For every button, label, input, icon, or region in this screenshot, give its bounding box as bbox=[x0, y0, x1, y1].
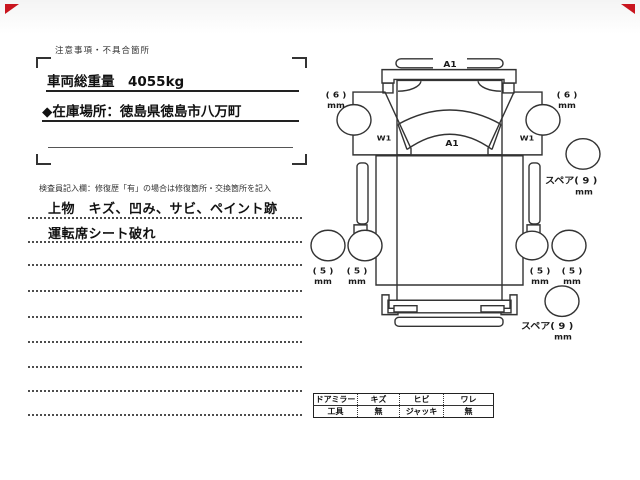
table-row: 工具 無 ジャッキ 無 bbox=[313, 405, 494, 418]
tread-front-right: ( 6 ) bbox=[557, 91, 578, 100]
label-mask bbox=[433, 56, 467, 69]
table-cell: 無 bbox=[357, 405, 400, 418]
bed-inner-frame bbox=[397, 156, 502, 300]
blank-entry-line bbox=[28, 366, 302, 368]
tread-front-left: ( 6 ) bbox=[326, 91, 347, 100]
notice-box-corner bbox=[292, 57, 307, 68]
front-bumper-label: A1 bbox=[443, 60, 456, 69]
fender-right-label: W1 bbox=[520, 134, 534, 143]
table-cell: ドアミラー bbox=[313, 393, 358, 406]
unit-label: mm bbox=[531, 277, 549, 286]
corner-marker-right-icon bbox=[621, 4, 635, 14]
unit-label: mm bbox=[575, 188, 593, 197]
tail-lamp-left bbox=[394, 306, 417, 312]
inspector-entry-1: 上物 キズ、凹み、サビ、ペイント跡 bbox=[48, 202, 278, 217]
corner-marker-left-icon bbox=[5, 4, 19, 14]
tire-spare-lower bbox=[545, 286, 579, 317]
bed-outer-frame bbox=[376, 156, 523, 285]
unit-label: mm bbox=[563, 277, 581, 286]
blank-underline bbox=[48, 147, 293, 148]
blank-entry-line bbox=[28, 290, 302, 292]
front-tab-left bbox=[383, 83, 393, 93]
tire-front-left bbox=[337, 105, 371, 136]
blank-entry-line bbox=[28, 390, 302, 392]
notice-box-corner bbox=[292, 154, 307, 165]
tread-rear-right-inner: ( 5 ) bbox=[530, 267, 551, 276]
unit-label: mm bbox=[554, 333, 572, 342]
truck-diagram: A1 A1 W1 W1 bbox=[300, 56, 640, 342]
windshield-label: A1 bbox=[445, 139, 458, 148]
tire-rear-right-outer bbox=[552, 230, 586, 261]
entry-rule-line bbox=[28, 241, 302, 243]
blank-entry-line bbox=[28, 316, 302, 318]
unit-label: mm bbox=[348, 277, 366, 286]
unit-label: mm bbox=[558, 102, 576, 111]
windshield-upper-arc bbox=[398, 110, 501, 124]
tread-spare-upper: スペア( 9 ) bbox=[545, 176, 597, 186]
rear-crossbar bbox=[388, 300, 511, 313]
tread-rear-left-outer: ( 5 ) bbox=[313, 267, 334, 276]
tail-lamp-right bbox=[481, 306, 504, 312]
rear-bumper bbox=[395, 317, 503, 326]
tread-rear-left-inner: ( 5 ) bbox=[347, 267, 368, 276]
tread-rear-right-outer: ( 5 ) bbox=[562, 267, 583, 276]
tire-spare-upper bbox=[566, 139, 600, 170]
fender-left bbox=[353, 92, 411, 155]
unit-label: mm bbox=[314, 277, 332, 286]
table-cell: ワレ bbox=[443, 393, 494, 406]
inspector-entry-2: 運転席シート破れ bbox=[48, 227, 157, 242]
notice-box-corner bbox=[36, 57, 51, 68]
side-guard-left bbox=[357, 163, 368, 224]
blank-entry-line bbox=[28, 264, 302, 266]
fender-right bbox=[488, 92, 542, 155]
tire-rear-left-inner bbox=[348, 230, 382, 261]
unit-label: mm bbox=[327, 102, 345, 111]
tire-front-right bbox=[526, 105, 560, 136]
blank-entry-line bbox=[28, 341, 302, 343]
gross-weight-line: 車両総重量 4055kg bbox=[47, 74, 185, 90]
table-cell: ヒビ bbox=[399, 393, 444, 406]
underline bbox=[46, 90, 299, 92]
blank-entry-line bbox=[28, 414, 302, 416]
underline bbox=[42, 120, 299, 122]
tire-rear-left-outer bbox=[311, 230, 345, 261]
fender-left-label: W1 bbox=[377, 134, 391, 143]
table-cell: 無 bbox=[443, 405, 494, 418]
tread-spare-lower: スペア( 9 ) bbox=[521, 321, 573, 331]
table-row: ドアミラー キズ ヒビ ワレ bbox=[313, 393, 494, 406]
windshield-ends bbox=[398, 124, 501, 149]
table-cell: ジャッキ bbox=[399, 405, 444, 418]
table-cell: キズ bbox=[357, 393, 400, 406]
entry-rule-line bbox=[28, 217, 302, 219]
inspector-instruction: 検査員記入欄：修復歴「有」の場合は修復箇所・交換箇所を記入 bbox=[39, 184, 271, 193]
front-tab-right bbox=[503, 83, 514, 93]
cab-corner-right bbox=[478, 81, 501, 91]
storage-location-line: ◆在庫場所：徳島県徳島市八万町 bbox=[42, 104, 242, 120]
side-guard-right bbox=[529, 163, 540, 224]
cab-corner-left bbox=[398, 81, 421, 91]
table-cell: 工具 bbox=[313, 405, 358, 418]
notice-box-corner bbox=[36, 154, 51, 165]
notice-title: 注意事項・不具合箇所 bbox=[55, 46, 151, 56]
windshield-lower-arc bbox=[407, 134, 492, 149]
equipment-check-table: ドアミラー キズ ヒビ ワレ 工具 無 ジャッキ 無 bbox=[313, 393, 494, 418]
tire-rear-right-inner bbox=[516, 231, 548, 260]
